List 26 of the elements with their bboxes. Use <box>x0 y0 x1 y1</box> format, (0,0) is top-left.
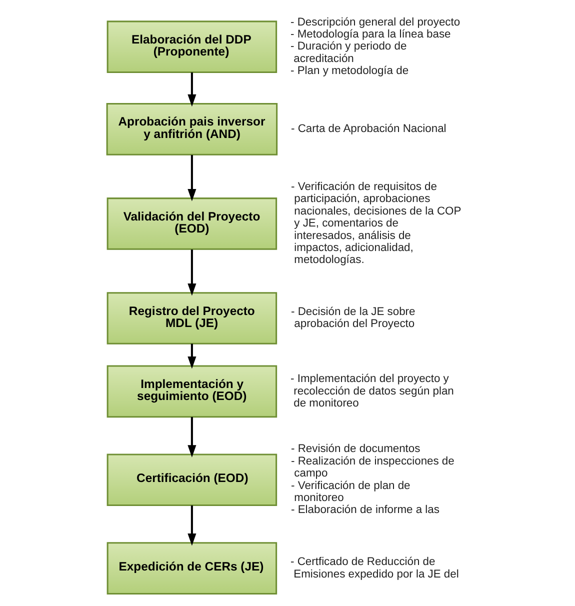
arrow <box>187 72 196 107</box>
node-box: Expedición de CERs (JE) <box>106 542 277 594</box>
node-box: Implementación y seguimiento (EOD) <box>106 365 277 418</box>
node-label: - Realización de inspecciones de campo <box>290 455 454 480</box>
node-label: - Descripción general del proyecto <box>290 16 460 28</box>
node-label: - Implementación del proyecto y recolección de datos según plan de monitoreo <box>290 373 454 410</box>
arrow <box>187 505 196 546</box>
node-label: - Carta de Aprobación Nacional <box>290 123 446 136</box>
arrow <box>187 155 196 202</box>
node-label: - Verificación de plan de monitoreo <box>290 480 410 504</box>
arrow <box>187 344 196 369</box>
node-label: - Plan y metodología de <box>290 65 408 78</box>
node-box: Validación del Proyecto (EOD) <box>106 198 277 250</box>
node-label: - Verificación de requisitos de participación, aprobaciones nacionales, decisiones de la COP y JE, comentarios de interesados, análisis de impactos, adicionalidad, metodologías. <box>290 180 461 266</box>
node-box: Elaboración del DDP (Proponente) <box>106 20 277 74</box>
node-box: Aprobación pais inversor y anfitrión (AND) <box>106 103 278 156</box>
node-label: - Revisión de documentos <box>290 443 420 456</box>
node-label: - Decisión de la JE sobre aprobación del Proyecto <box>290 306 415 330</box>
node-box: Registro del Proyecto MDL (JE) <box>106 292 277 344</box>
node-label: - Duración y periodo de acreditación <box>290 40 406 65</box>
node-label: - Elaboración de informe a las <box>290 504 439 516</box>
node-box: Certificación (EOD) <box>106 454 277 506</box>
arrow <box>187 250 196 296</box>
node-label: - Certficado de Reducción de Emisiones expedido por la JE del <box>290 556 458 580</box>
arrow <box>187 416 196 458</box>
node-label: - Metodología para la línea base <box>290 28 450 40</box>
